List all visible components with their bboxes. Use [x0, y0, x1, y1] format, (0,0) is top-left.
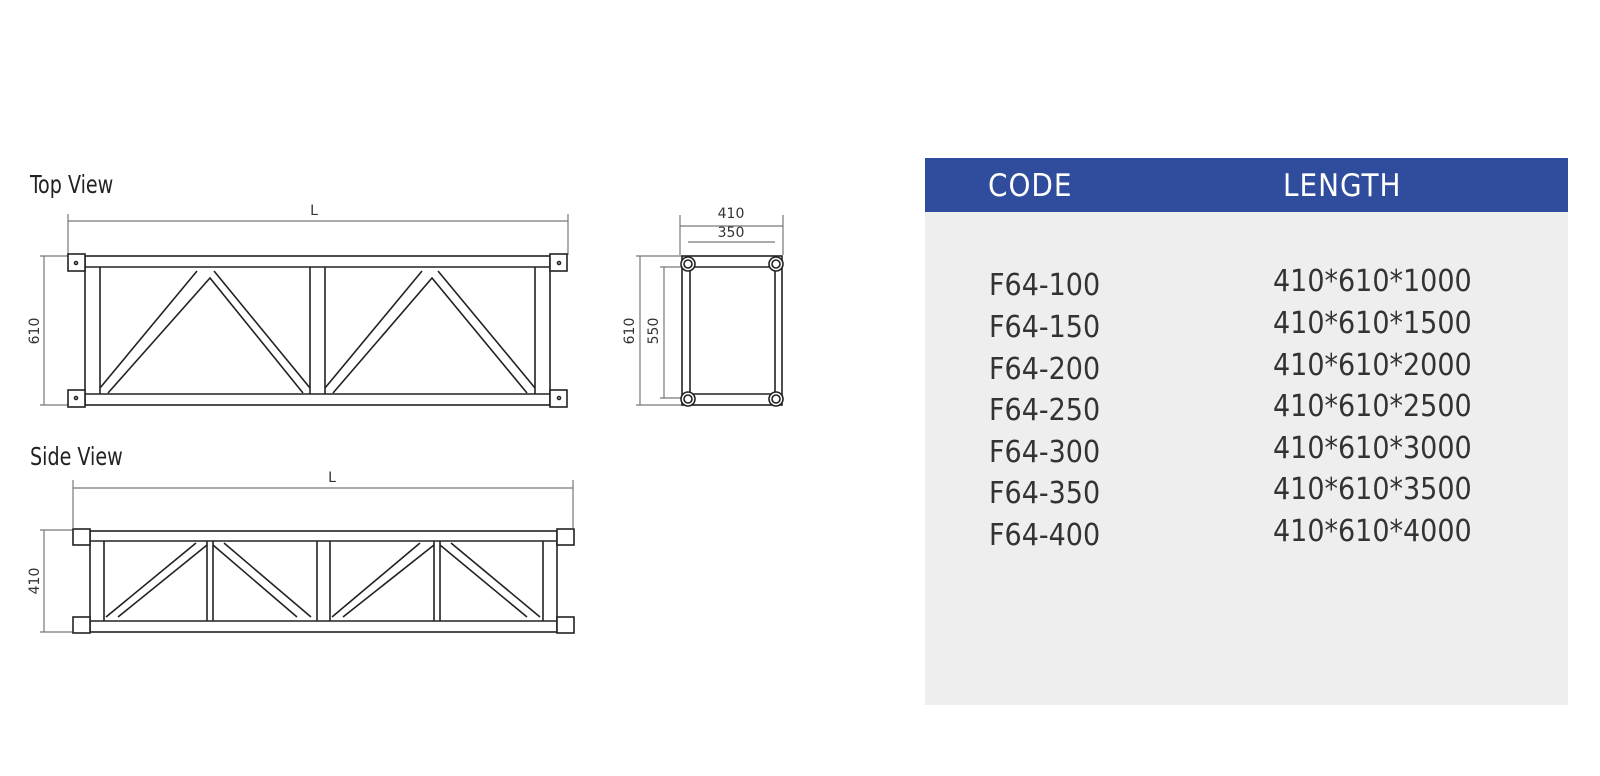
end-inner-width-label: 350 [718, 225, 745, 241]
end-outer-height-label: 610 [622, 318, 638, 345]
length-cell: 410*610*1500 [1273, 306, 1472, 341]
column-header-length: LENGTH [1283, 168, 1402, 204]
end-view-truss [680, 255, 784, 407]
truss-drawing: L 610 410 350 610 550 L 410 [27, 203, 784, 634]
end-inner-height-label: 550 [646, 318, 662, 345]
code-cell: F64-400 [989, 518, 1101, 553]
length-cell: 410*610*3000 [1273, 431, 1472, 466]
dimension-lines [40, 214, 784, 633]
length-cell: 410*610*3500 [1273, 472, 1472, 507]
code-cell: F64-200 [989, 352, 1101, 387]
code-cell: F64-250 [989, 393, 1101, 428]
side-view-truss [72, 528, 575, 634]
spec-table-header: CODE LENGTH [925, 158, 1568, 212]
top-length-label: L [310, 203, 318, 219]
table-row: F64-150 410*610*1500 [925, 306, 1568, 350]
code-cell: F64-350 [989, 476, 1101, 511]
side-length-label: L [328, 470, 336, 486]
code-cell: F64-300 [989, 435, 1101, 470]
table-row: F64-250 410*610*2500 [925, 389, 1568, 433]
length-cell: 410*610*1000 [1273, 264, 1472, 299]
end-outer-width-label: 410 [718, 206, 745, 222]
code-cell: F64-150 [989, 310, 1101, 345]
length-cell: 410*610*4000 [1273, 514, 1472, 549]
table-row: F64-200 410*610*2000 [925, 348, 1568, 392]
table-row: F64-400 410*610*4000 [925, 514, 1568, 558]
length-cell: 410*610*2000 [1273, 348, 1472, 383]
side-height-label: 410 [27, 568, 43, 595]
column-header-code: CODE [988, 168, 1073, 204]
spec-table: CODE LENGTH F64-100 410*610*1000 F64-150 4… [925, 158, 1568, 705]
table-row: F64-300 410*610*3000 [925, 431, 1568, 475]
top-height-label: 610 [27, 318, 43, 345]
length-cell: 410*610*2500 [1273, 389, 1472, 424]
side-view-title: Side View [30, 442, 123, 471]
top-view-title: Top View [30, 170, 114, 199]
code-cell: F64-100 [989, 268, 1101, 303]
top-view-truss [67, 253, 568, 408]
table-row: F64-100 410*610*1000 [925, 264, 1568, 308]
table-row: F64-350 410*610*3500 [925, 472, 1568, 516]
